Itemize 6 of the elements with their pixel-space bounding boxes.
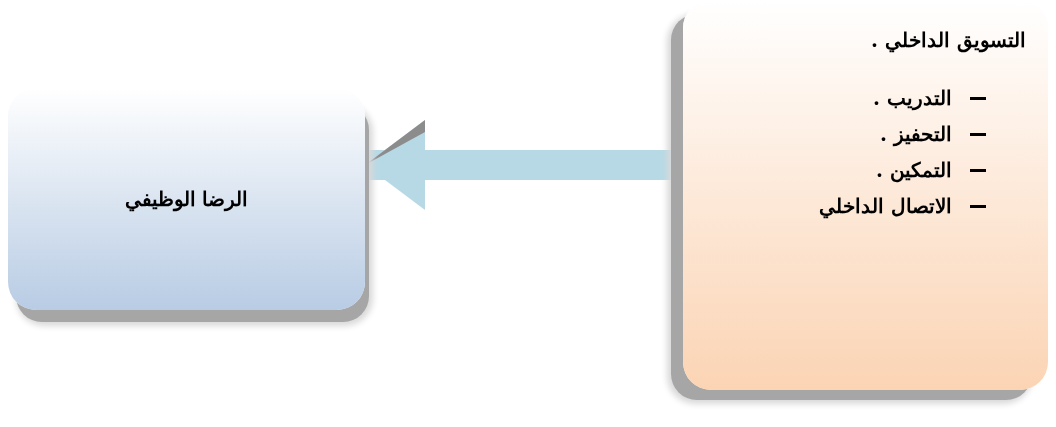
- list-item: التمكين .: [876, 158, 952, 182]
- box-heading: التسويق الداخلي .: [870, 28, 1026, 52]
- box-label: الرضا الوظيفي: [124, 187, 249, 211]
- list-item: التحفيز .: [880, 122, 952, 146]
- list-item: الاتصال الداخلي: [819, 194, 952, 218]
- list-item: التدريب .: [873, 86, 952, 110]
